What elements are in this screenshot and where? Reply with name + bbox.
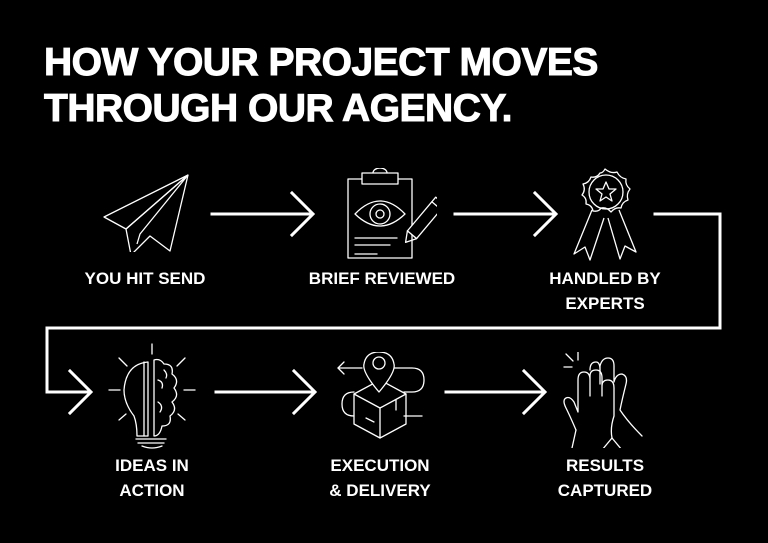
label-line: & DELIVERY xyxy=(329,481,431,500)
high-five-hands-icon xyxy=(563,352,643,448)
label-line: RESULTS xyxy=(565,456,645,475)
step-label-ideas-in-action: IDEAS IN ACTION xyxy=(52,453,252,503)
arrow-right-icon xyxy=(444,368,548,416)
page-title: HOW YOUR PROJECT MOVES THROUGH OUR AGENC… xyxy=(44,40,599,132)
label-line: HANDLED BY xyxy=(549,269,661,288)
award-ribbon-star-icon xyxy=(573,168,637,261)
label-line: ACTION xyxy=(119,481,185,500)
title-line-1: HOW YOUR PROJECT MOVES xyxy=(44,41,599,85)
lightbulb-brain-icon xyxy=(108,343,196,449)
label-line: IDEAS IN xyxy=(115,456,189,475)
step-label-results-captured: RESULTS CAPTURED xyxy=(505,453,705,503)
package-location-pin-icon xyxy=(337,352,425,439)
step-label-handled-by-experts: HANDLED BY EXPERTS xyxy=(505,266,705,316)
clipboard-eye-pencil-icon xyxy=(347,168,437,259)
step-label-brief-reviewed: BRIEF REVIEWED xyxy=(308,269,456,288)
arrow-right-icon xyxy=(210,190,316,238)
label-line: EXECUTION xyxy=(330,456,430,475)
arrow-right-icon xyxy=(214,368,318,416)
paper-plane-icon xyxy=(103,174,189,252)
wrap-connector-arrow-icon xyxy=(45,212,722,416)
label-line: EXPERTS xyxy=(565,294,645,313)
label-line: CAPTURED xyxy=(557,481,653,500)
arrow-right-icon xyxy=(453,190,559,238)
title-line-2: THROUGH OUR AGENCY. xyxy=(44,87,513,131)
step-label-execution-delivery: EXECUTION & DELIVERY xyxy=(280,453,480,503)
step-label-you-hit-send: YOU HIT SEND xyxy=(84,269,206,288)
